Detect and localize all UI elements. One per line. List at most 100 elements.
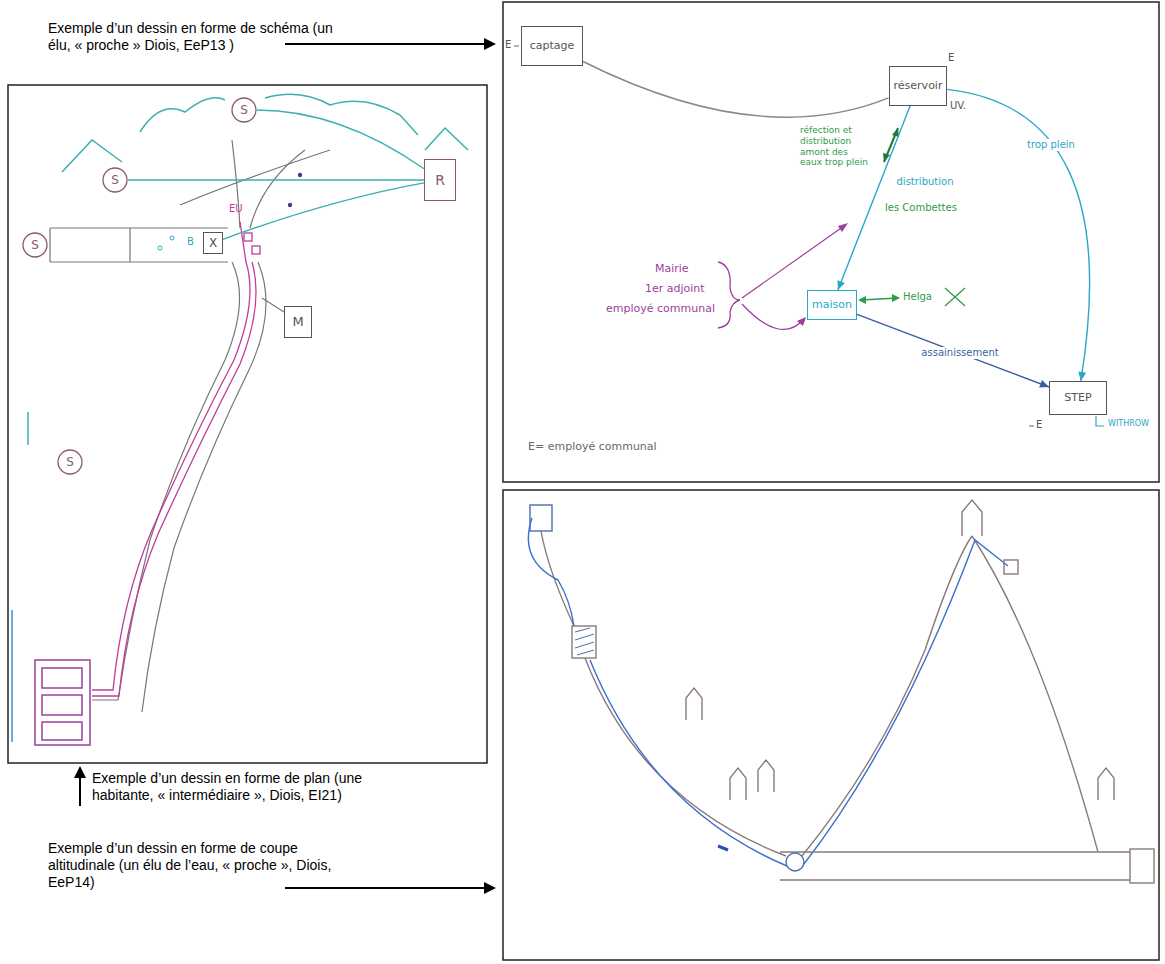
- building: [35, 660, 90, 745]
- sketch-arrow: [742, 304, 803, 329]
- panel-frame: [503, 2, 1159, 482]
- road-edge: [92, 262, 240, 700]
- node-label: R: [435, 172, 445, 189]
- source-circle: S: [231, 97, 257, 123]
- arrow-head: [484, 882, 496, 894]
- circle-shape: [23, 233, 47, 257]
- building-part: [42, 722, 82, 740]
- sketch-note: E: [948, 52, 954, 64]
- node-label: réservoir: [894, 79, 943, 92]
- lane-band: [50, 228, 228, 262]
- road: [50, 140, 330, 712]
- mountain-line: [140, 98, 225, 132]
- sketch-note: Helga: [903, 291, 932, 303]
- sketch-arrow: [1096, 416, 1104, 426]
- process-box: réservoir: [889, 66, 948, 106]
- node-label: S: [66, 455, 74, 469]
- hatching: [575, 628, 594, 655]
- connector: [857, 314, 1049, 387]
- reservoir-box: R: [424, 159, 456, 201]
- connector-line: [857, 314, 1049, 387]
- small-square: [252, 246, 260, 254]
- building-part: [42, 695, 82, 715]
- sketch-note: E: [505, 39, 511, 51]
- sketch-double-arrow: [884, 128, 898, 162]
- sketch-note: WITHROW: [1108, 419, 1149, 429]
- sketch-note: B: [187, 236, 194, 248]
- circle-shape: [103, 168, 127, 192]
- building-outline: [35, 660, 90, 745]
- sketch-note: Mairie: [655, 262, 689, 275]
- connector-line: [947, 89, 1089, 381]
- caption: Exemple d’un dessin en forme de schéma (…: [48, 20, 338, 54]
- sketch-note: UV.: [950, 100, 966, 112]
- sketch-arrow: [1029, 426, 1034, 427]
- arrow-head: [1039, 380, 1049, 387]
- dot: [288, 203, 292, 207]
- panel-frame: [503, 490, 1159, 960]
- arrow-head: [74, 766, 86, 778]
- edge-label: distribution: [895, 176, 956, 188]
- house: [730, 768, 746, 800]
- node-label: captage: [530, 39, 575, 52]
- tank-box: [572, 626, 596, 658]
- connector-line: [583, 62, 889, 118]
- river-line: [11, 610, 13, 742]
- water-line: [590, 660, 787, 866]
- pipe-line: [92, 262, 256, 696]
- node-label: STEP: [1064, 391, 1091, 404]
- node-label: S: [240, 103, 248, 117]
- connector-line: [257, 110, 424, 169]
- water-line: [804, 540, 1008, 864]
- path-line: [262, 298, 284, 312]
- pipe-line: [92, 222, 250, 690]
- edge-label: trop plein: [1025, 139, 1077, 151]
- edge-label: assainissement: [919, 347, 1000, 359]
- process-box: captage: [521, 26, 583, 66]
- slope-line: [541, 531, 574, 626]
- pipe-line: [780, 852, 1130, 880]
- sketch-arrow: [514, 46, 519, 47]
- arrow-head: [797, 317, 806, 326]
- section-drawing: [528, 500, 1154, 883]
- pointer-arrow: [79, 776, 81, 806]
- house-box: M: [284, 306, 312, 338]
- sketch-note: employé communal: [606, 302, 715, 315]
- house: [758, 760, 774, 792]
- connector: [947, 89, 1089, 381]
- connector: [257, 110, 424, 169]
- node-label: S: [31, 238, 39, 252]
- mountain-line: [425, 128, 468, 150]
- mountain-line: [62, 140, 122, 172]
- sketch-note: réfection et distribution amont des eaux…: [800, 125, 872, 168]
- arrow-head: [838, 223, 848, 232]
- house: [1004, 560, 1018, 574]
- house-box: X: [203, 232, 223, 254]
- connector: [583, 62, 889, 118]
- connector-line: [223, 183, 424, 239]
- node-label: maison: [812, 298, 852, 311]
- path-line: [180, 150, 330, 205]
- node-label: M: [292, 314, 303, 330]
- slope-line: [802, 536, 972, 856]
- panel-frame: [8, 85, 487, 763]
- arrow-head: [837, 280, 844, 290]
- sketch-note: EU: [229, 203, 243, 215]
- connector: [223, 183, 424, 239]
- sketch-arrow: [742, 226, 844, 298]
- node-label: X: [209, 236, 217, 250]
- source-circle: S: [22, 232, 48, 258]
- house: [962, 500, 982, 536]
- source-circle: S: [57, 449, 83, 475]
- pointer-arrow: [285, 43, 487, 45]
- sketch-note: E: [1036, 419, 1042, 431]
- intake-box: [530, 505, 552, 531]
- arrow-head: [858, 296, 866, 304]
- dot: [298, 173, 302, 177]
- circle-shape: [58, 450, 82, 474]
- sketch-note: E= employé communal: [528, 440, 657, 453]
- arrow-head: [1078, 371, 1086, 381]
- mark: [718, 846, 728, 850]
